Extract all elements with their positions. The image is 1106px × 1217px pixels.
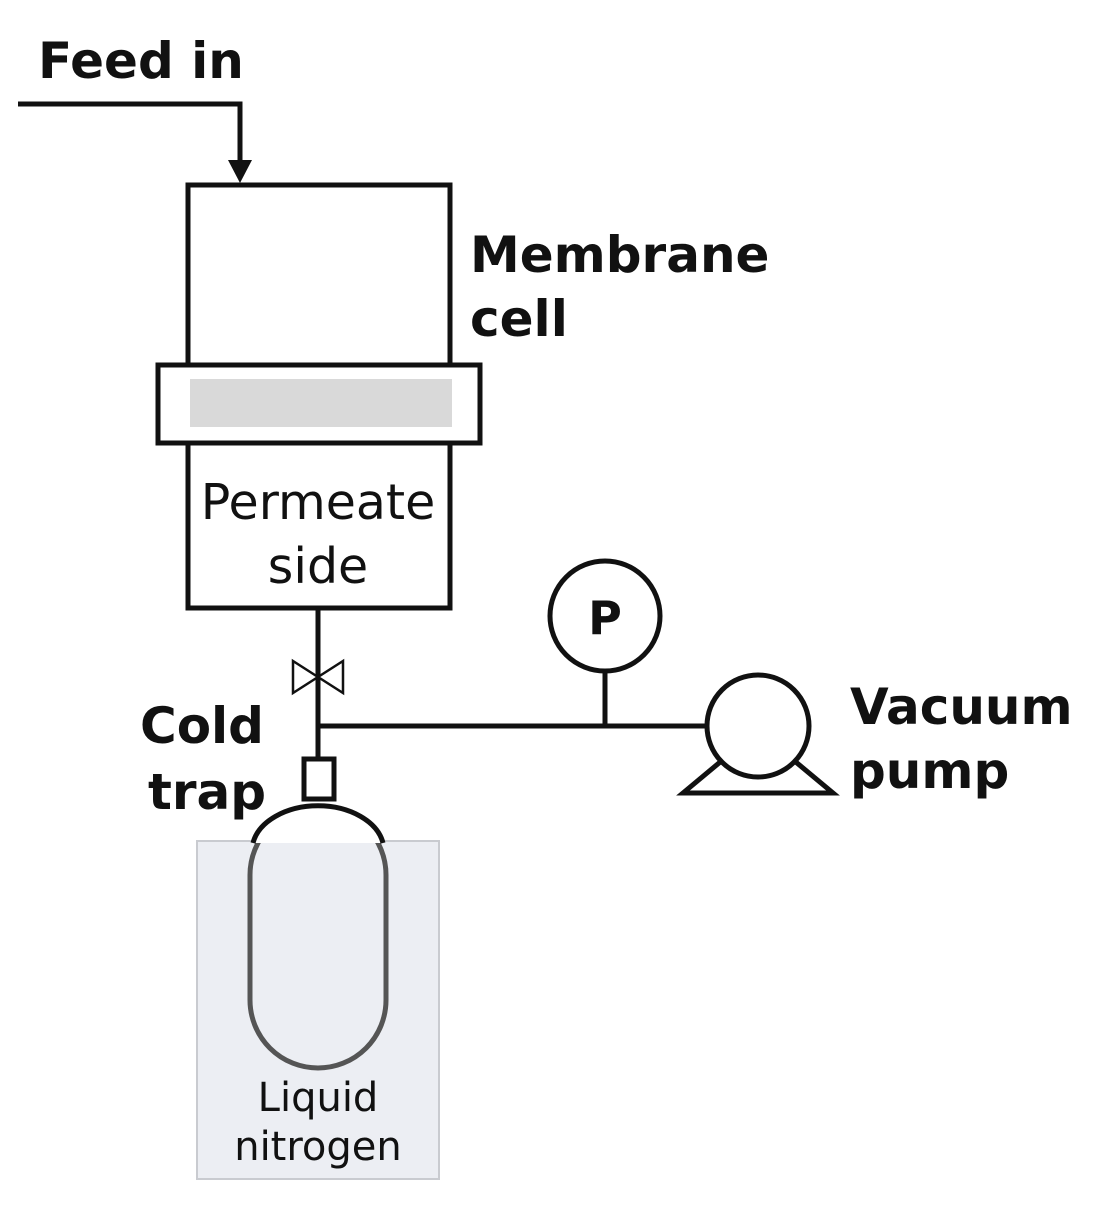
cold-trap-label-line2: trap bbox=[148, 763, 266, 821]
cold-trap-neck bbox=[301, 756, 337, 802]
permeate-side-label-line1: Permeate bbox=[201, 474, 436, 531]
feed-in-label: Feed in bbox=[38, 32, 244, 90]
cold-trap-label-line1: Cold bbox=[140, 697, 264, 755]
cold-trap-flask bbox=[247, 803, 389, 1071]
pressure-gauge-label: P bbox=[588, 591, 622, 645]
membrane-cell-label-line1: Membrane bbox=[470, 226, 769, 284]
vacuum-pump-label-line2: pump bbox=[850, 742, 1009, 800]
membrane-cell-label-line2: cell bbox=[470, 290, 568, 348]
vacuum-pump-label-line1: Vacuum bbox=[850, 678, 1073, 736]
vacuum-pump-icon bbox=[676, 672, 840, 796]
permeate-side-label-line2: side bbox=[268, 538, 368, 595]
feed-arrow-head bbox=[228, 160, 252, 183]
pressure-gauge-icon bbox=[547, 558, 663, 674]
liquid-nitrogen-label-line1: Liquid bbox=[258, 1075, 379, 1121]
valve-icon bbox=[291, 658, 345, 696]
feed-in-line bbox=[18, 101, 252, 183]
membrane-cell-upper-chamber bbox=[185, 182, 453, 368]
liquid-nitrogen-label-line2: nitrogen bbox=[234, 1124, 402, 1170]
liquid-nitrogen-bath bbox=[196, 840, 440, 1180]
permeate-side-chamber bbox=[185, 440, 453, 611]
membrane bbox=[190, 379, 452, 427]
